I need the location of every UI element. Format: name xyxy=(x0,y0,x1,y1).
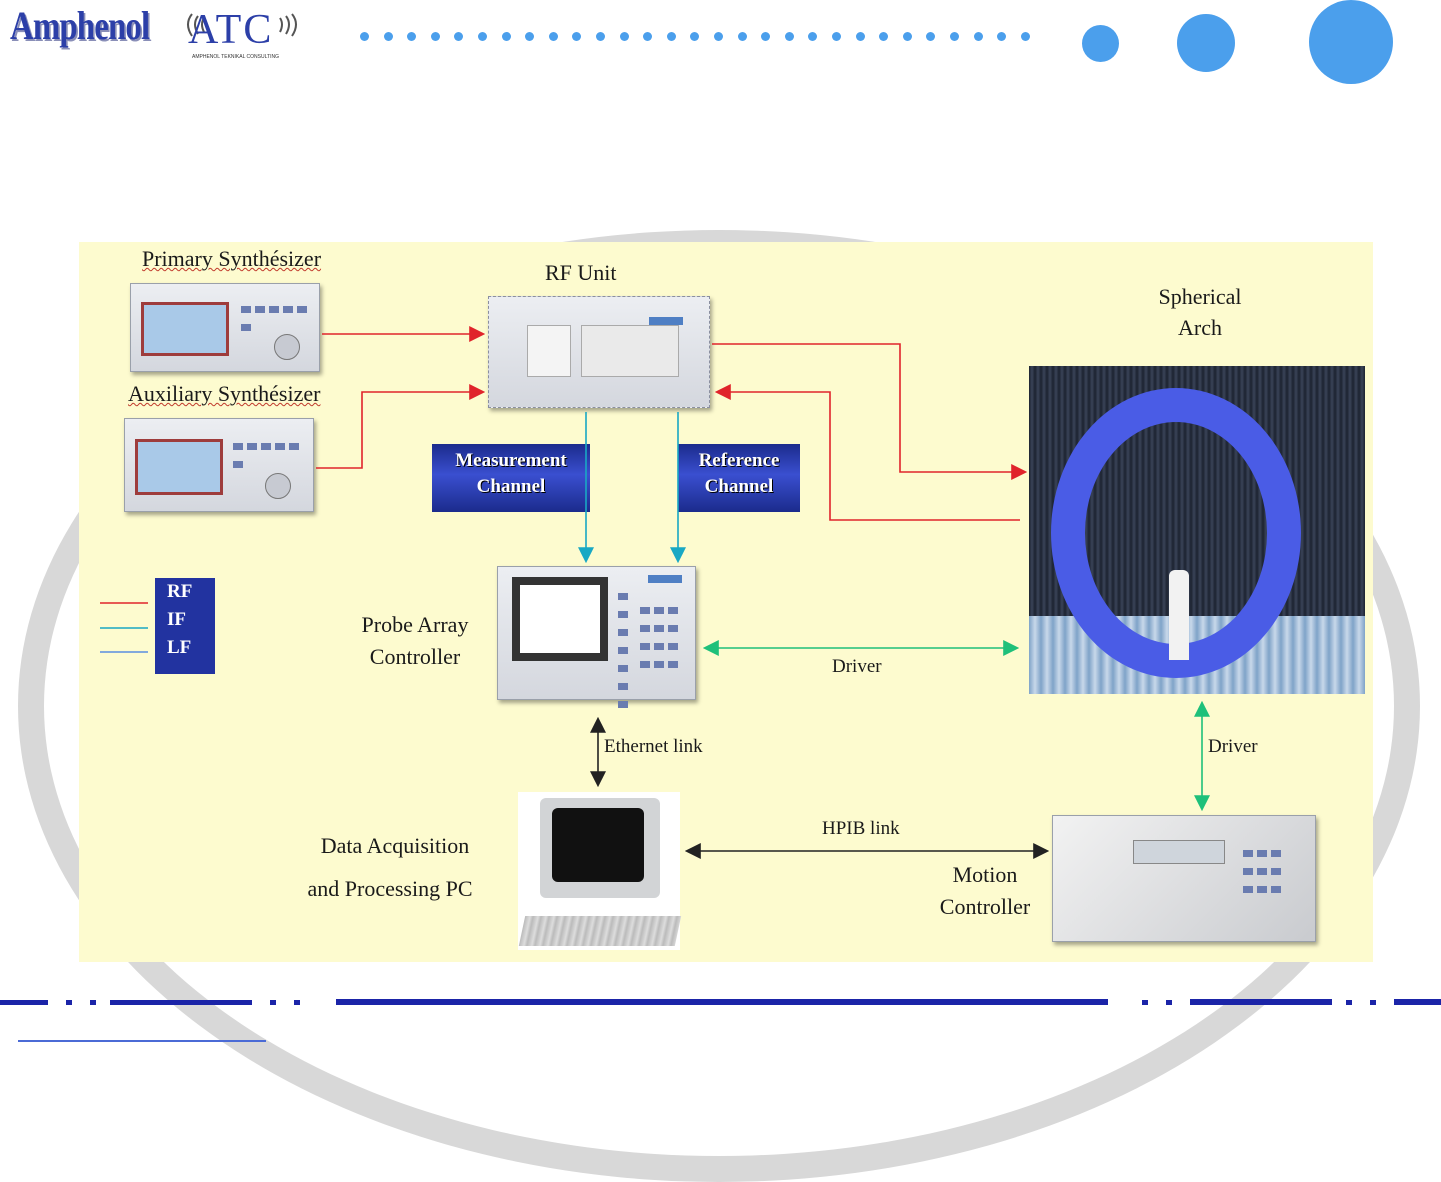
rf-arch-to-rfunit xyxy=(718,392,1020,520)
footer-dot-7 xyxy=(1346,1000,1352,1005)
footer-dot-2 xyxy=(90,1000,96,1005)
footer-dot-6 xyxy=(1166,1000,1172,1005)
footer-dot-1 xyxy=(66,1000,72,1005)
rf-rfunit-to-arch xyxy=(712,344,1024,472)
rf-aux-to-rfunit xyxy=(316,392,482,468)
footer-line-left xyxy=(0,1000,48,1005)
footer-underline xyxy=(18,1040,266,1042)
footer-line-3 xyxy=(1190,999,1332,1005)
footer-dot-5 xyxy=(1142,1000,1148,1005)
footer-dot-3 xyxy=(270,1000,276,1005)
connection-lines xyxy=(0,0,1441,1043)
footer-dot-8 xyxy=(1370,1000,1376,1005)
footer-line-right xyxy=(1394,999,1441,1005)
footer-line-2 xyxy=(110,1000,252,1005)
footer-line-main xyxy=(336,999,1108,1005)
footer-dot-4 xyxy=(294,1000,300,1005)
